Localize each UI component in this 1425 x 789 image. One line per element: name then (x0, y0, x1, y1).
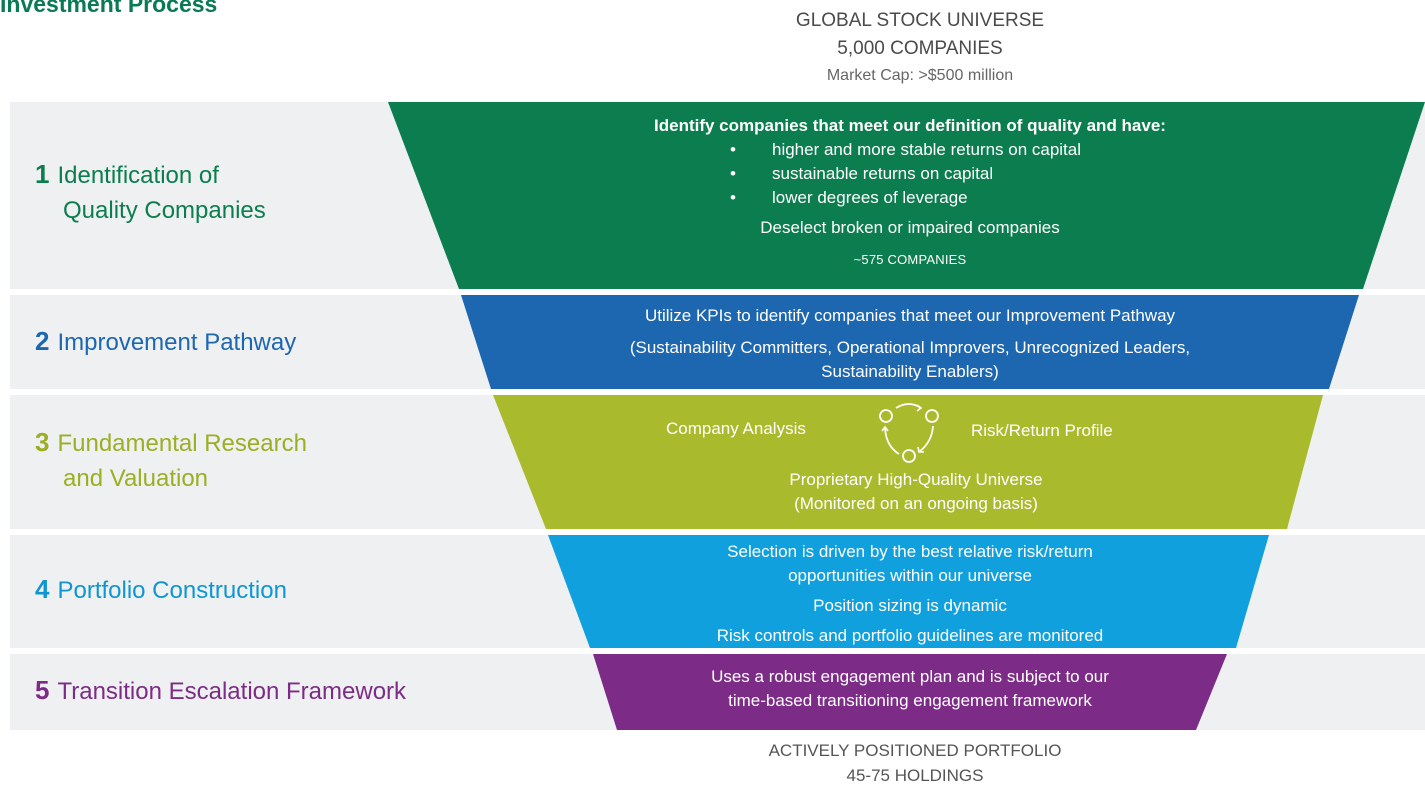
step-3-content: Company Analysis Risk/Return Profile Pro… (546, 395, 1286, 529)
step-3-left-item: Company Analysis (666, 419, 806, 438)
step-4-label-line1: Portfolio Construction (57, 577, 287, 604)
portfolio-caption: ACTIVELY POSITIONED PORTFOLIO 45-75 HOLD… (720, 738, 1110, 788)
step-5-label: 5 Transition Escalation Framework (35, 673, 406, 709)
step-2-text-line1: (Sustainability Committers, Operational … (629, 338, 1191, 357)
step-2-lead: Utilize KPIs to identify companies that … (644, 306, 1176, 325)
step-3-bottom-note: (Monitored on an ongoing basis) (794, 494, 1038, 513)
step-1-number: 1 (35, 159, 50, 189)
step-2-number: 2 (35, 326, 50, 356)
step-5-label-line1: Transition Escalation Framework (57, 678, 407, 705)
step-3-right-item: Risk/Return Profile (971, 421, 1113, 440)
step-1-label-line1: Identification of (57, 162, 219, 189)
step-4-line4: Risk controls and portfolio guidelines a… (716, 626, 1104, 645)
step-5-line1: Uses a robust engagement plan and is sub… (711, 667, 1109, 686)
step-2-label-line1: Improvement Pathway (57, 329, 297, 356)
step-1-bullets: • higher and more stable returns on capit… (726, 138, 1280, 210)
list-item: • higher and more stable returns on capit… (726, 138, 1280, 162)
step-2-content: Utilize KPIs to identify companies that … (520, 304, 1300, 384)
universe-count: 5,000 COMPANIES (837, 38, 1003, 59)
step-5-line2: time-based transitioning engagement fram… (728, 691, 1092, 710)
bullet-icon: • (730, 188, 736, 207)
bullet-text: sustainable returns on capital (772, 164, 994, 183)
universe-caption: GLOBAL STOCK UNIVERSE 5,000 COMPANIES Ma… (730, 7, 1110, 89)
step-4-number: 4 (35, 574, 50, 604)
bullet-text: lower degrees of leverage (772, 188, 968, 207)
step-3-label: 3 Fundamental Research and Valuation (35, 425, 307, 496)
bullet-text: higher and more stable returns on capita… (772, 140, 1082, 159)
step-2-text-line2: Sustainability Enablers) (821, 362, 999, 381)
step-4-line3: Position sizing is dynamic (813, 596, 1007, 615)
step-5-content: Uses a robust engagement plan and is sub… (600, 665, 1220, 713)
portfolio-title: ACTIVELY POSITIONED PORTFOLIO (768, 741, 1062, 760)
step-4-line2: opportunities within our universe (788, 566, 1032, 585)
step-3-bottom-item: Proprietary High-Quality Universe (789, 470, 1043, 489)
step-1-subhead: Deselect broken or impaired companies (760, 218, 1060, 237)
step-5-number: 5 (35, 675, 50, 705)
step-1-lead: Identify companies that meet our definit… (654, 116, 1166, 135)
bullet-icon: • (730, 164, 736, 183)
step-1-label: 1 Identification of Quality Companies (35, 157, 266, 228)
list-item: • sustainable returns on capital (726, 162, 1280, 186)
cycle-icon (879, 403, 939, 463)
universe-market-cap: Market Cap: >$500 million (826, 67, 1014, 84)
step-2-label: 2 Improvement Pathway (35, 324, 296, 360)
bullet-icon: • (730, 140, 736, 159)
step-4-content: Selection is driven by the best relative… (560, 540, 1260, 648)
step-3-number: 3 (35, 427, 50, 457)
step-3-label-line1: Fundamental Research (57, 430, 307, 457)
step-1-count: ~575 COMPANIES (853, 252, 967, 267)
step-1-content: Identify companies that meet our definit… (540, 114, 1280, 272)
page-title: Investment Process (0, 0, 218, 17)
portfolio-holdings: 45-75 HOLDINGS (846, 766, 984, 785)
step-4-line1: Selection is driven by the best relative… (727, 542, 1093, 561)
step-3-label-line2: and Valuation (63, 465, 209, 492)
universe-title: GLOBAL STOCK UNIVERSE (795, 10, 1045, 31)
step-1-label-line2: Quality Companies (63, 197, 266, 224)
list-item: • lower degrees of leverage (726, 186, 1280, 210)
step-4-label: 4 Portfolio Construction (35, 572, 287, 608)
